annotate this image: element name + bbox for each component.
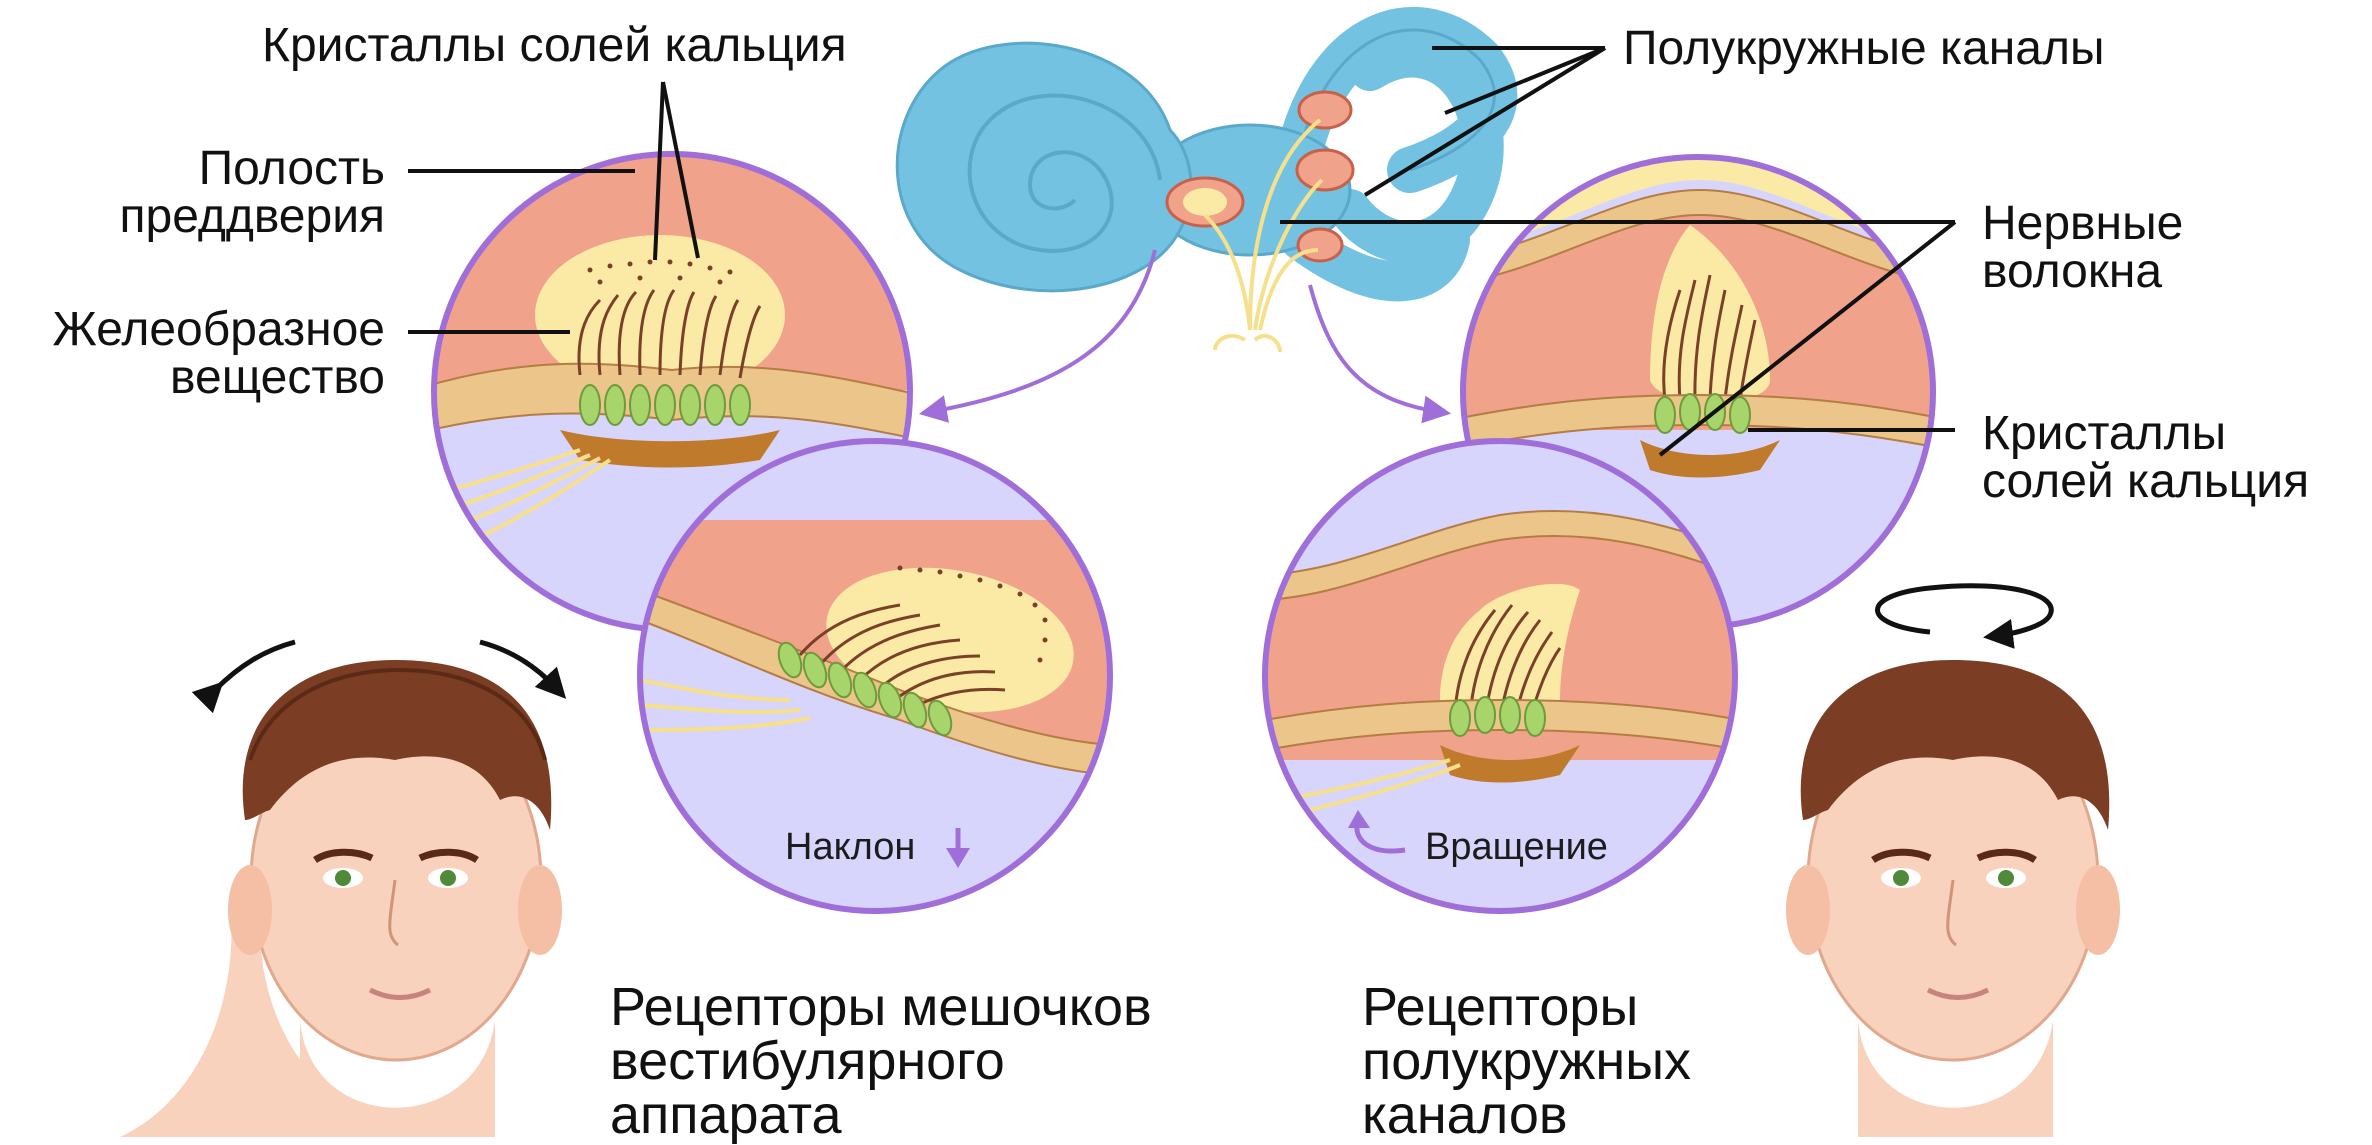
label-saccule-receptors: Рецепторы мешочков вестибулярного аппара…: [610, 980, 1152, 1142]
label-gel-substance: Желеобразное вещество: [0, 306, 385, 402]
label-crystals-right-line1: Кристаллы: [1982, 410, 2309, 458]
label-crystals-right-line2: солей кальция: [1982, 458, 2309, 506]
label-canal-receptors: Рецепторы полукружных каналов: [1362, 980, 1691, 1142]
label-nerve-fibers-line1: Нервные: [1982, 200, 2183, 248]
label-saccule-receptors-line1: Рецепторы мешочков: [610, 980, 1152, 1034]
label-vestibule-cavity: Полость преддверия: [60, 145, 385, 241]
label-crystals-top: Кристаллы солей кальция: [262, 22, 847, 70]
label-crystals-right: Кристаллы солей кальция: [1982, 410, 2309, 506]
arrow-to-canal: [1310, 285, 1440, 412]
label-gel-substance-line1: Желеобразное: [0, 306, 385, 354]
circular-arrow-icon: [1878, 586, 2052, 636]
label-rotation: Вращение: [1425, 826, 1608, 869]
label-saccule-receptors-line2: вестибулярного: [610, 1034, 1152, 1088]
label-canal-receptors-line3: каналов: [1362, 1088, 1691, 1142]
inner-ear-labyrinth: [897, 30, 1494, 352]
label-nerve-fibers-line2: волокна: [1982, 248, 2183, 296]
label-canal-receptors-line2: полукружных: [1362, 1034, 1691, 1088]
head-right: [1786, 660, 2120, 1137]
label-vestibule-cavity-line1: Полость: [60, 145, 385, 193]
label-tilt: Наклон: [785, 826, 915, 869]
label-gel-substance-line2: вещество: [0, 354, 385, 402]
label-semicircular-canals: Полукружные каналы: [1623, 25, 2104, 73]
head-left: [120, 660, 562, 1137]
label-saccule-receptors-line3: аппарата: [610, 1088, 1152, 1142]
label-canal-receptors-line1: Рецепторы: [1362, 980, 1691, 1034]
label-vestibule-cavity-line2: преддверия: [60, 193, 385, 241]
label-nerve-fibers: Нервные волокна: [1982, 200, 2183, 296]
